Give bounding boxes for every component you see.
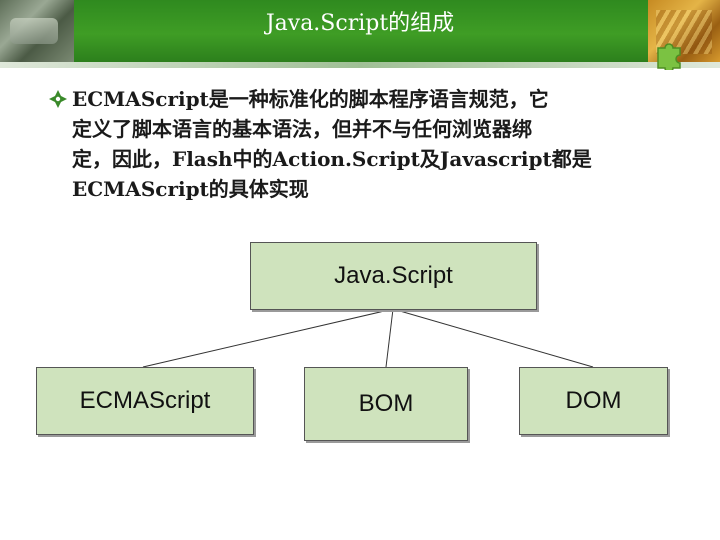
bullet-line-1: ECMAScript是一种标准化的脚本程序语言规范，它: [72, 87, 549, 111]
slide-header: Java.Script的组成: [0, 0, 720, 62]
slide-title: Java.Script的组成: [265, 11, 455, 36]
bullet-line-2: 定义了脚本语言的基本语法，但并不与任何浏览器绑: [72, 117, 532, 141]
connector-bom: [385, 308, 394, 368]
diamond-bullet-icon: [49, 90, 67, 108]
node-dom: DOM: [519, 367, 668, 435]
node-javascript: Java.Script: [250, 242, 537, 310]
bullet-line-3: 定，因此，Flash中的Action.Script及Javascript都是: [72, 147, 592, 171]
puzzle-piece-icon: [657, 43, 681, 70]
header-underbar: [0, 62, 720, 68]
node-ecmascript: ECMAScript: [36, 367, 254, 435]
header-left-photo: [0, 0, 74, 62]
connector-dom: [392, 308, 594, 368]
node-bom: BOM: [304, 367, 468, 441]
bullet-line-4: ECMAScript的具体实现: [72, 177, 309, 201]
bullet-paragraph: ECMAScript是一种标准化的脚本程序语言规范，它 定义了脚本语言的基本语法…: [48, 84, 688, 204]
connector-ecmascript: [142, 308, 394, 368]
